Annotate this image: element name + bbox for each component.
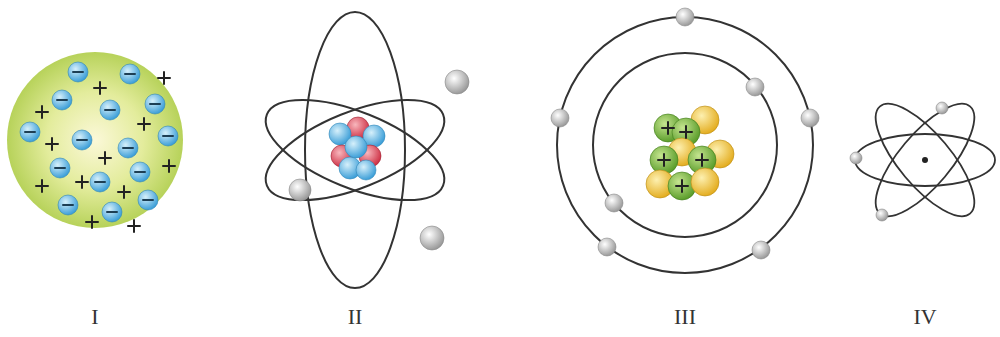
electron [445,70,469,94]
pudding-sphere [7,52,183,228]
neutron [345,136,367,158]
electron [420,226,444,250]
plus-sign [658,122,708,192]
figure-label: IV [913,304,936,330]
electron [289,179,311,201]
nucleus-dot [922,157,928,163]
electron [752,241,770,259]
electron [551,109,569,127]
electron-shell [557,17,813,273]
electron [801,109,819,127]
electron [850,152,862,164]
electron-orbit [305,12,405,288]
electron [605,194,623,212]
electron [936,102,948,114]
electron [598,238,616,256]
electron [746,78,764,96]
figure-label: I [91,304,98,330]
electron [876,209,888,221]
plus-sign [36,72,175,232]
electron-orbit [253,79,458,221]
electron-orbit [860,90,990,231]
figure-label: III [674,304,696,330]
electron-orbit [855,134,995,186]
neutron [691,168,719,196]
electron [676,8,694,26]
electron-orbit [253,79,458,221]
electron-shell [593,53,777,237]
figure-label: II [348,304,363,330]
electron-orbit [860,90,990,231]
neutron [356,160,376,180]
